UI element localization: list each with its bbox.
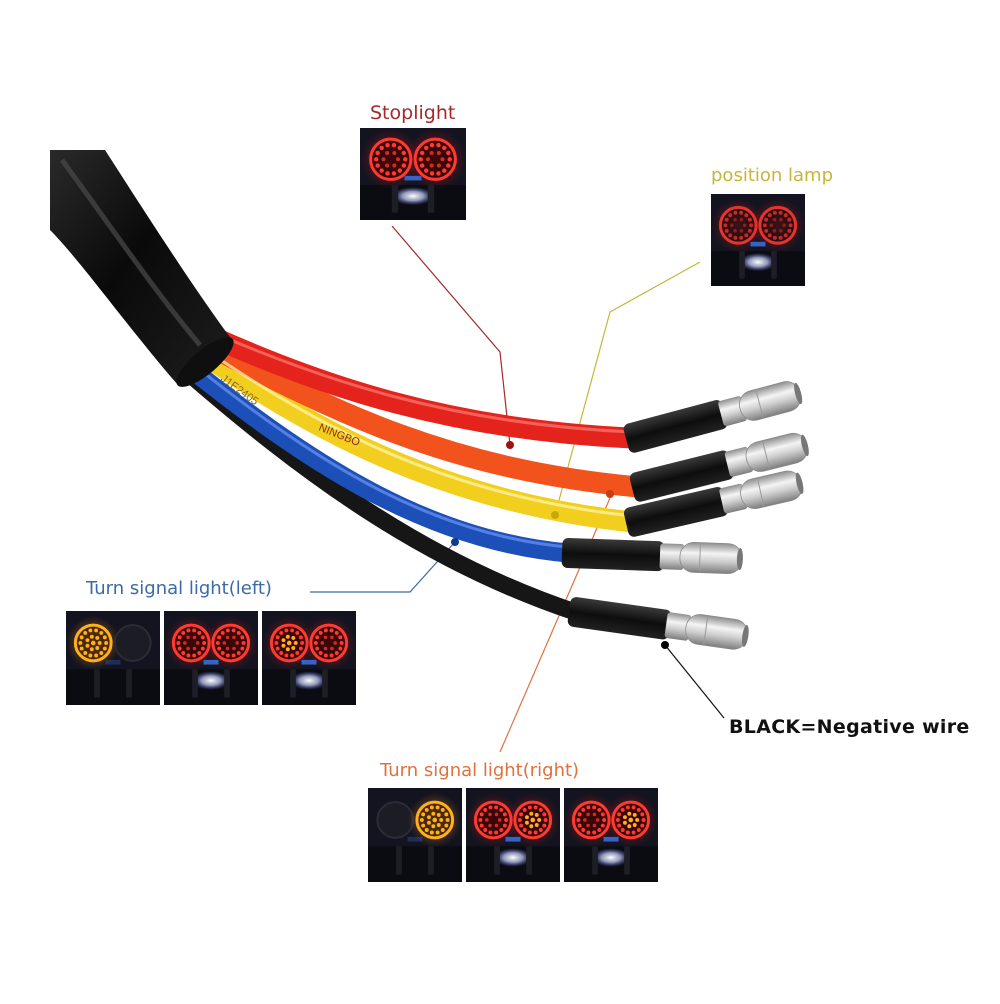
blue-wire-marker bbox=[451, 538, 459, 546]
orange-wire bbox=[197, 334, 649, 498]
yellow-wire bbox=[189, 341, 643, 533]
blue-wire bbox=[180, 358, 578, 563]
negative-wire-label: BLACK=Negative wire bbox=[729, 716, 970, 738]
turn-left-thumbnail-3 bbox=[262, 611, 356, 705]
stoplight-thumbnail-1 bbox=[360, 128, 466, 220]
orange-wire-marker bbox=[606, 490, 614, 498]
bullet-connectors bbox=[561, 381, 809, 650]
black-wire-marker bbox=[661, 641, 669, 649]
cable-sheath bbox=[50, 150, 234, 387]
wires: NINGBO J1E2405 bbox=[176, 327, 649, 621]
black-wire-connector bbox=[567, 597, 749, 650]
red-wire-marker bbox=[506, 441, 514, 449]
turn-signal-right-label: Turn signal light(right) bbox=[380, 760, 580, 781]
turn-signal-left-label: Turn signal light(left) bbox=[86, 578, 272, 599]
lamp-thumbnails bbox=[66, 128, 805, 882]
turn-left-thumbnail-2 bbox=[164, 611, 258, 705]
turn-right-thumbnail-3 bbox=[564, 788, 658, 882]
wire-markers bbox=[451, 441, 669, 649]
turn-left-thumbnail-1 bbox=[66, 611, 160, 705]
turn-right-thumbnail-2 bbox=[466, 788, 560, 882]
orange-wire-connector bbox=[629, 432, 809, 502]
position-lamp-leader bbox=[554, 261, 701, 516]
stoplight-leader bbox=[391, 225, 511, 446]
turn-right-thumbnail-1 bbox=[368, 788, 462, 882]
red-wire-connector bbox=[623, 381, 803, 453]
stoplight-label: Stoplight bbox=[370, 102, 456, 124]
position-lamp-thumbnail-1 bbox=[711, 194, 805, 286]
yellow-wire-marker bbox=[551, 511, 559, 519]
yellow-wire-connector bbox=[623, 470, 804, 537]
position-lamp-label: position lamp bbox=[711, 165, 834, 186]
red-wire bbox=[204, 327, 643, 449]
blue-wire-connector bbox=[561, 538, 743, 574]
black-wire-leader bbox=[664, 644, 725, 719]
